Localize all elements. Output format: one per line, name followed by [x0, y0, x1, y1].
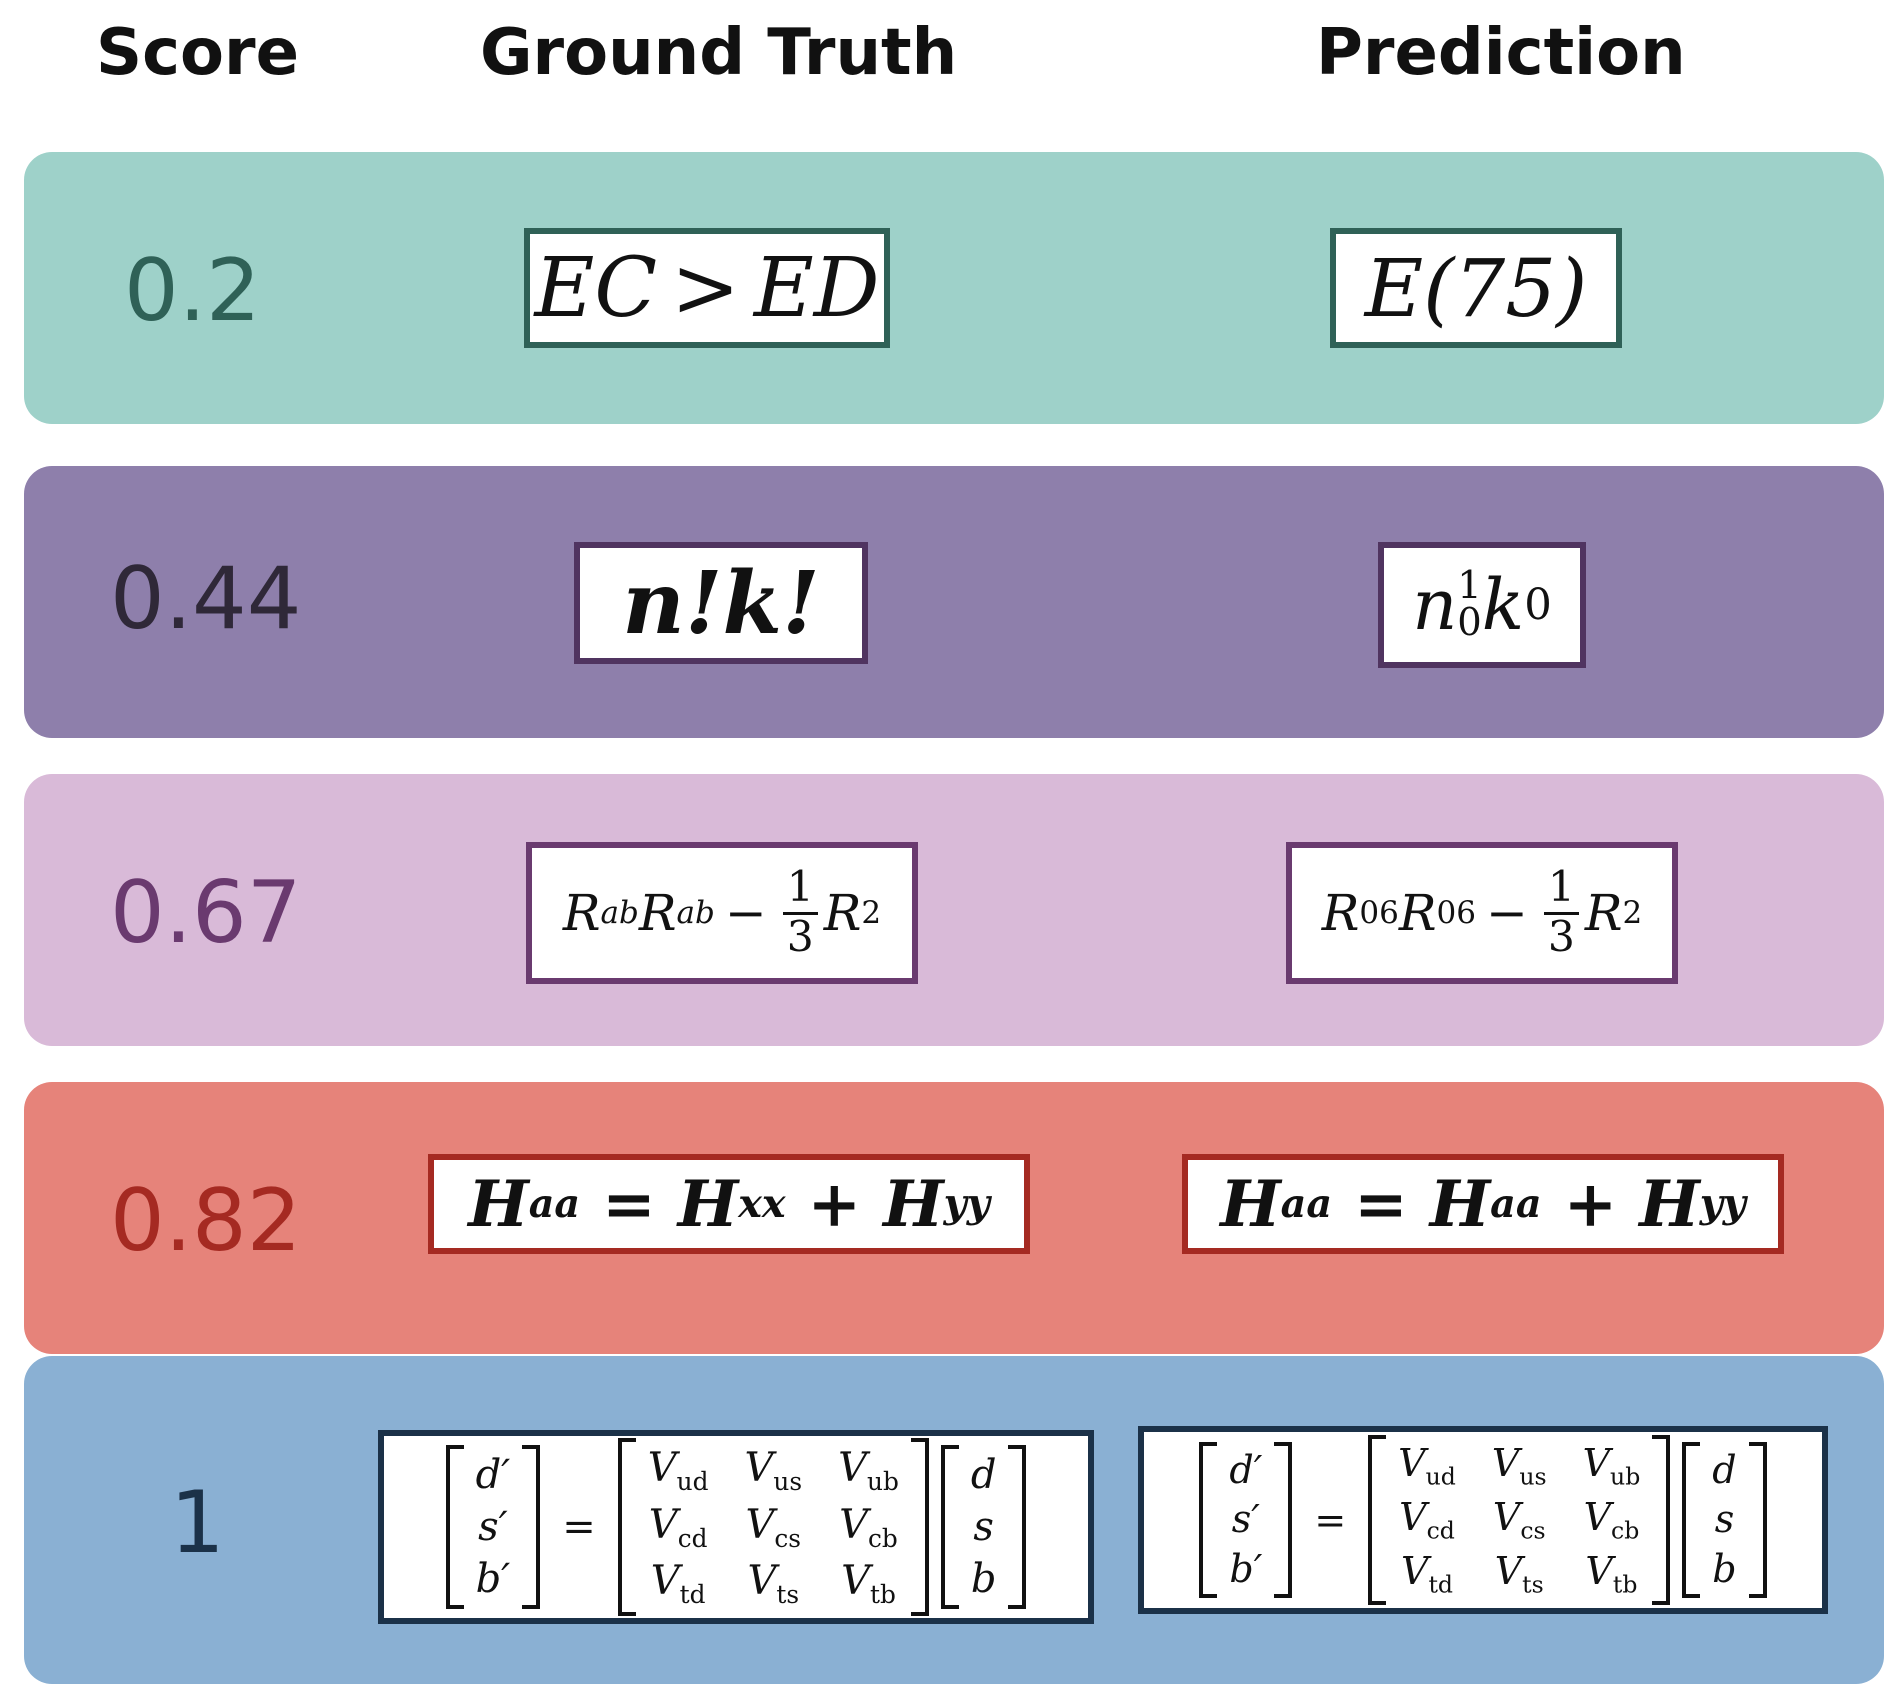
score-value: 0.82 — [110, 1171, 302, 1271]
score-value: 1 — [170, 1473, 225, 1573]
lhs-vector: d′s′b′ — [445, 1445, 541, 1609]
ground-truth-formula: EC>ED — [524, 228, 890, 348]
ckm-matrix: Vud Vus Vub Vcd Vcs Vcb Vtd Vts Vtb — [1368, 1435, 1671, 1605]
row-score-1: 1 d′s′b′ = Vud Vus Vub Vcd Vcs Vcb — [24, 1356, 1884, 1684]
score-value: 0.44 — [110, 549, 302, 649]
score-value: 0.67 — [110, 863, 302, 963]
lhs-vector: d′s′b′ — [1199, 1441, 1293, 1599]
row-score-0-2: 0.2 EC>ED E(75) — [24, 152, 1884, 424]
score-value: 0.2 — [124, 241, 261, 341]
score-column-header: Score — [96, 16, 299, 90]
ground-truth-formula: n!k! — [574, 542, 868, 664]
ground-truth-column-header: Ground Truth — [480, 16, 958, 90]
ground-truth-formula: d′s′b′ = Vud Vus Vub Vcd Vcs Vcb Vtd Vts… — [378, 1430, 1094, 1624]
prediction-column-header: Prediction — [1316, 16, 1686, 90]
ckm-matrix: Vud Vus Vub Vcd Vcs Vcb Vtd Vts Vtb — [617, 1437, 929, 1617]
prediction-formula: E(75) — [1330, 228, 1622, 348]
prediction-formula: d′s′b′ = Vud Vus Vub Vcd Vcs Vcb Vtd Vts… — [1138, 1426, 1828, 1614]
